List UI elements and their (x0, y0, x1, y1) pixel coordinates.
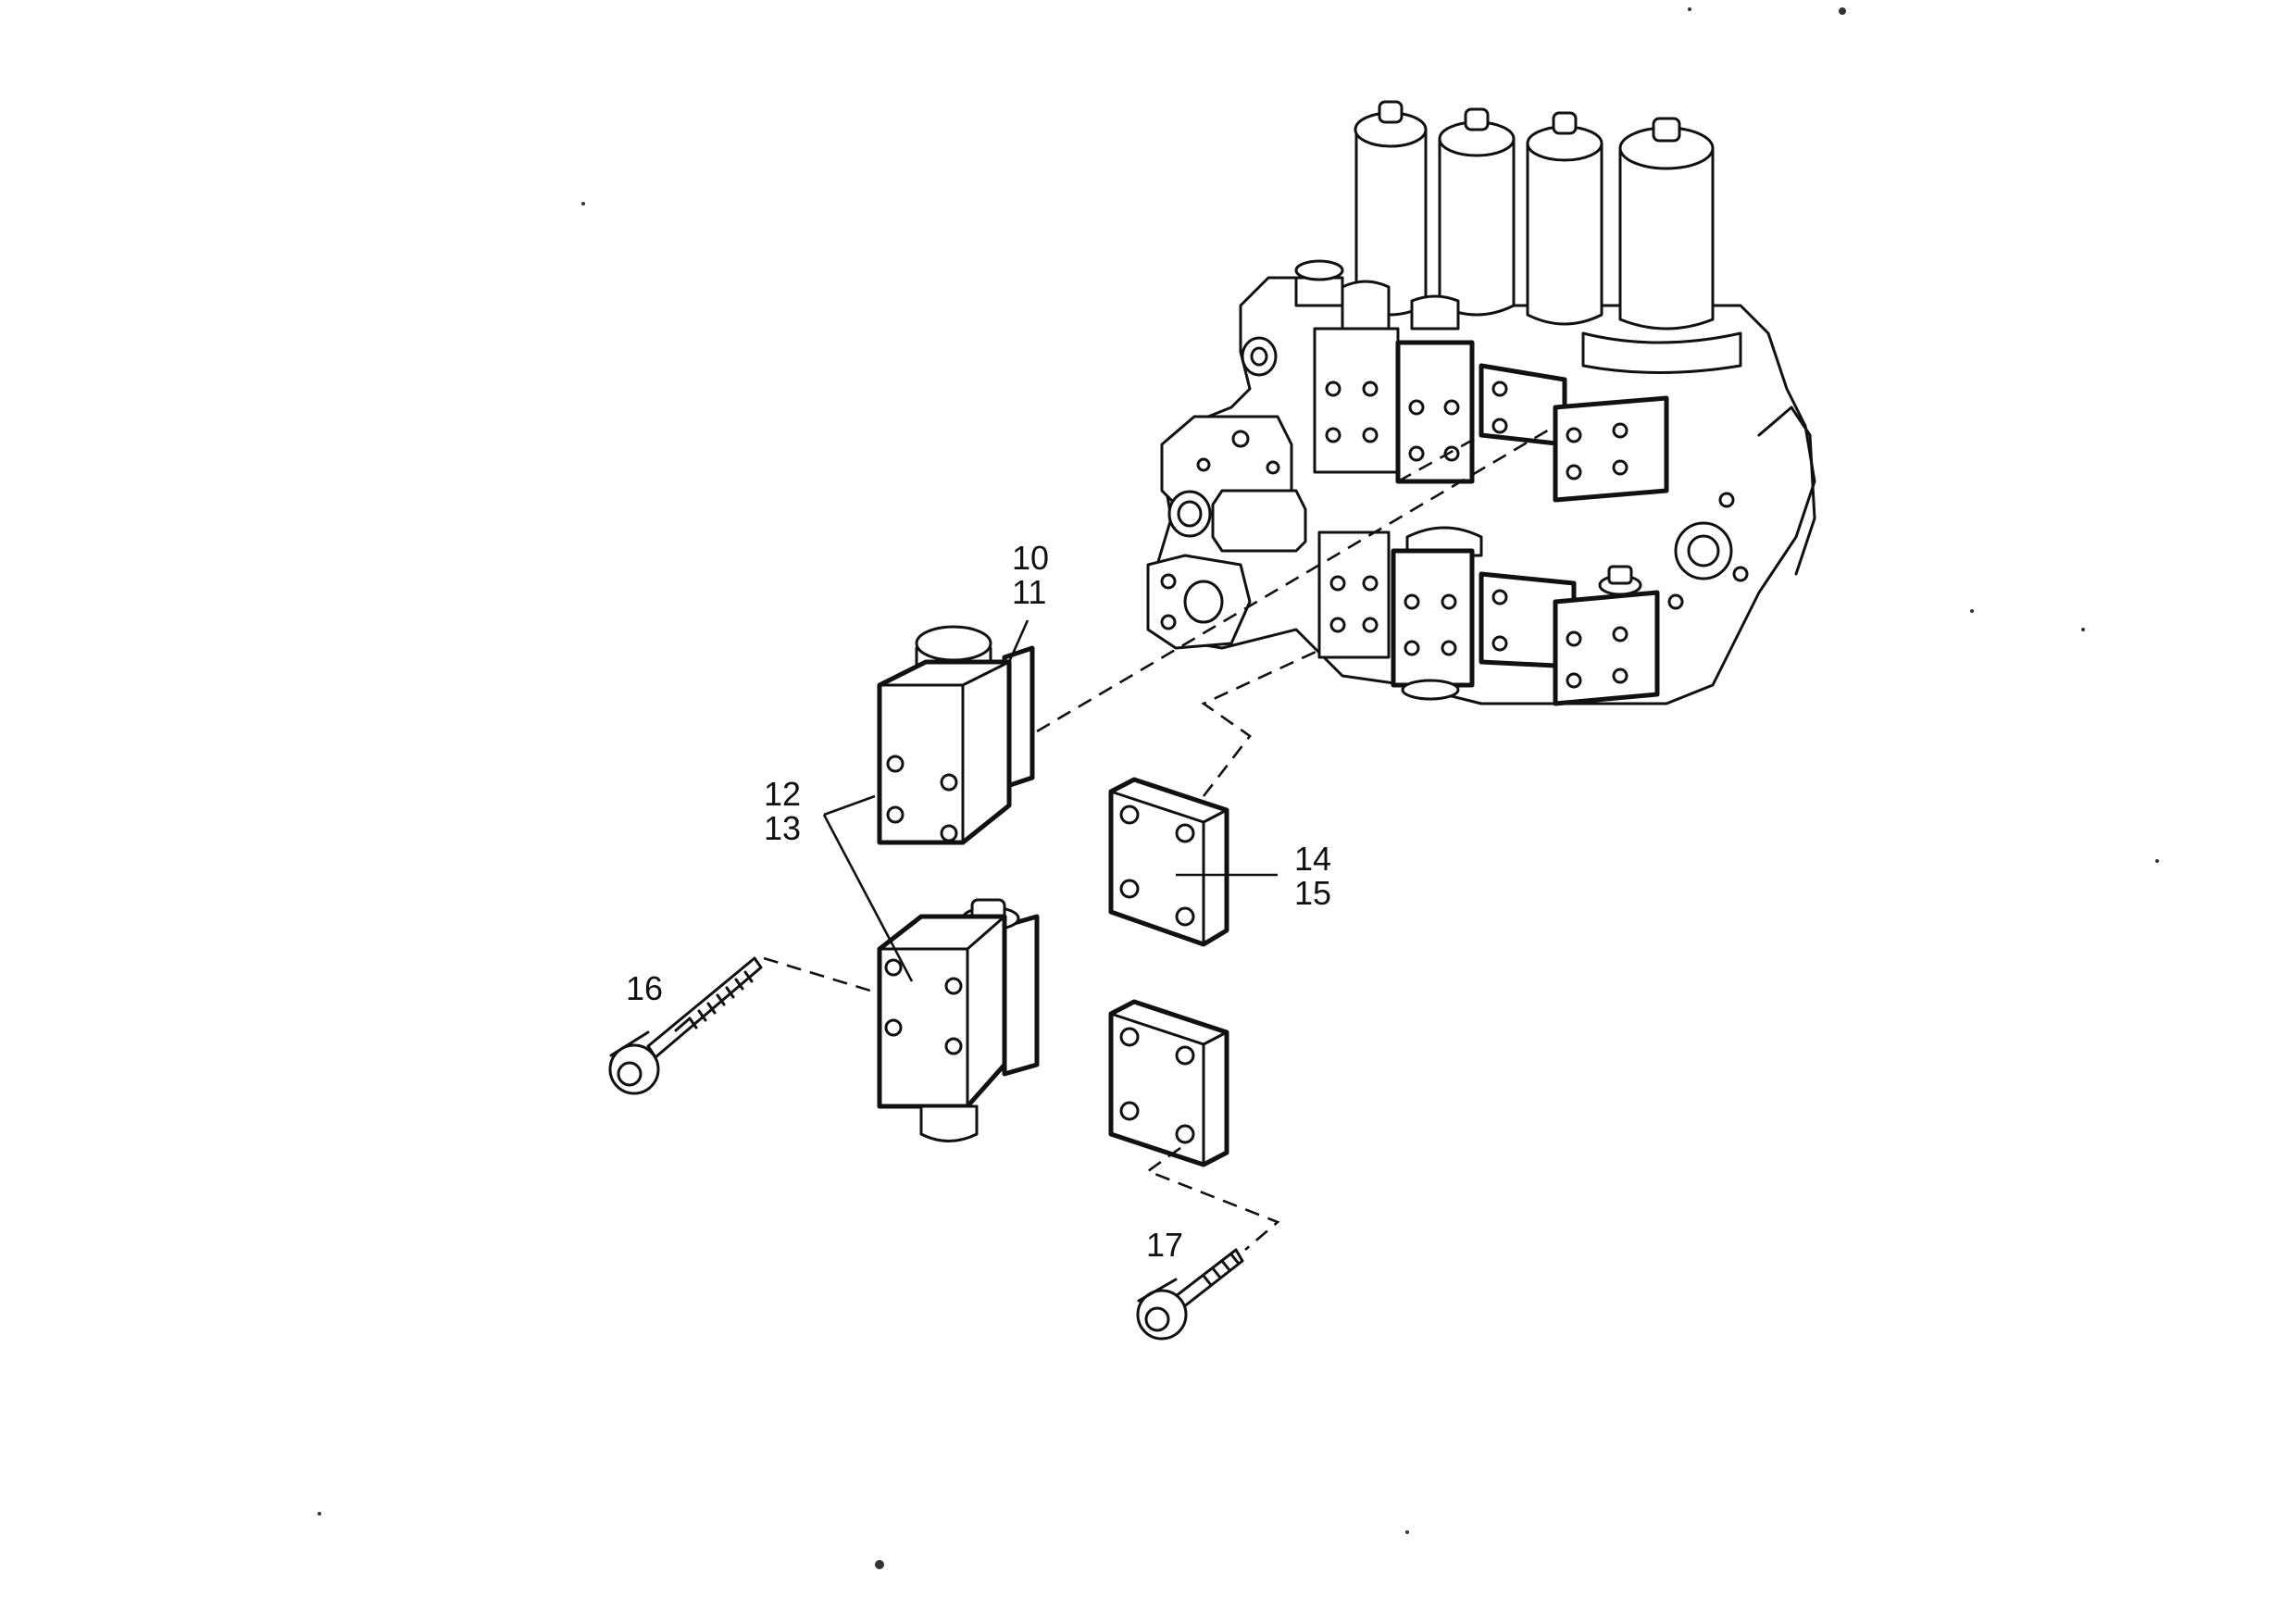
callout-14: 14 (1294, 840, 1331, 878)
leader-lines (822, 619, 1278, 982)
valve-block-assembly (1146, 100, 1816, 706)
callout-labels: 10 11 12 13 14 15 16 17 (626, 539, 1331, 1264)
callout-10: 10 (1012, 539, 1049, 577)
callout-17: 17 (1146, 1226, 1183, 1264)
callout-12: 12 (764, 775, 801, 813)
solenoid-cylinders (1354, 100, 1742, 374)
socket-head-bolt-short (1136, 1248, 1244, 1341)
lower-valve-blocks (1317, 526, 1660, 706)
solenoid-valve-lower (877, 898, 1040, 1142)
upper-valve-blocks (1313, 280, 1669, 503)
callout-15: 15 (1294, 874, 1331, 912)
scan-specks (318, 7, 2159, 1569)
socket-head-bolt-long (608, 956, 763, 1095)
callout-13: 13 (764, 809, 801, 847)
callout-11: 11 (1012, 573, 1046, 611)
assembly-dash-lines (763, 424, 1556, 1251)
cover-plate-lower (1108, 999, 1229, 1167)
callout-16: 16 (626, 969, 663, 1007)
cover-plate-upper (1108, 777, 1229, 947)
solenoid-valve-upper (877, 625, 1035, 845)
